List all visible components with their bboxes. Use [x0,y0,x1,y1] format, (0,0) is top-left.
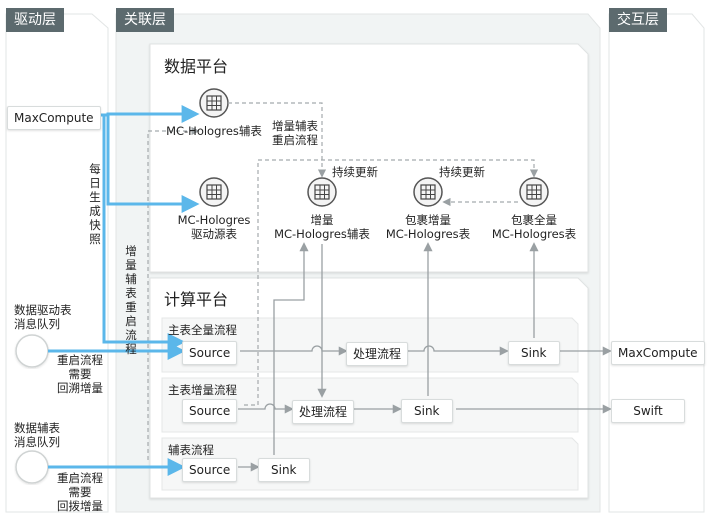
aux-queue-note-1: 重启流程 [57,471,103,485]
sink-node-3: Sink [258,458,310,482]
aux-queue-icon [15,450,49,484]
source-node-3: Source [182,458,238,482]
source-node-1: Source [182,341,238,365]
line-source2-to-process2 [238,403,294,414]
dashed-aux-to-incaux [228,102,327,178]
drive-table-icon [199,177,229,207]
inc-aux-table-label-2: MC-Hologres辅表 [274,227,370,241]
blue-snapshot-to-drive [106,115,200,213]
aux-queue-note-3: 回拨增量 [57,499,103,513]
compute-platform-title: 计算平台 [164,290,229,309]
restart-note-2: 重启流程 [272,133,318,147]
sink-node-2: Sink [401,399,453,423]
update-note-2: 持续更新 [439,165,485,179]
flow-aux-title: 辅表流程 [168,443,214,457]
drive-queue-note-2: 需要 [68,367,92,381]
data-platform-title: 数据平台 [164,57,229,76]
source-node-2: Source [182,399,238,423]
process-node-2: 处理流程 [292,400,355,424]
assoc-layer-tag: 关联层 [116,8,174,32]
sink-node-1: Sink [508,341,560,365]
pkg-full-table-label-2: MC-Hologres表 [491,227,577,241]
drive-queue-icon [15,334,49,368]
aux-queue-label-2: 消息队列 [14,435,60,449]
flow-main-inc-panel [161,377,579,433]
aux-table-label: MC-Hologres辅表 [166,124,262,138]
maxcompute-source-box: MaxCompute [7,106,101,130]
restart-vertical-label: 增量辅表重启流程 [125,244,137,356]
drive-queue-note-1: 重启流程 [57,353,103,367]
pkg-inc-table-icon [413,177,443,207]
drive-layer-panel [5,13,109,513]
blue-maxcompute-down [102,115,186,351]
pkg-inc-table-label-1: 包裹增量 [405,213,451,227]
aux-queue-note-2: 需要 [68,485,92,499]
pkg-full-table-icon [519,177,549,207]
restart-note-1: 增量辅表 [272,119,318,133]
dashed-incflow-up [244,159,539,406]
process-node-1: 处理流程 [346,342,409,366]
aux-queue-label-1: 数据辅表 [14,421,60,435]
swift-output-box: Swift [611,399,685,423]
line-sink3-to-incaux [273,242,309,455]
dashed-restart-to-aux [147,126,200,460]
line-process1-to-sink1 [403,345,509,356]
drive-layer-tag: 驱动层 [6,8,64,32]
data-platform-panel [149,43,589,273]
drive-queue-label-1: 数据驱动表 [14,303,72,317]
drive-table-label-1: MC-Hologres [177,213,251,227]
drive-table-label-2: 驱动源表 [191,227,237,241]
interact-layer-panel [608,13,705,513]
drive-queue-label-2: 消息队列 [14,317,60,331]
interact-layer-tag: 交互层 [609,8,667,32]
inc-aux-table-icon [307,177,337,207]
snapshot-vertical-label: 每日生成快照 [89,162,101,246]
pkg-full-table-label-1: 包裹全量 [511,213,557,227]
pkg-inc-table-label-2: MC-Hologres表 [385,227,471,241]
update-note-1: 持续更新 [332,165,378,179]
maxcompute-output-box: MaxCompute [611,341,705,365]
drive-queue-note-3: 回溯增量 [57,381,103,395]
aux-table-icon [199,88,229,118]
flow-main-full-title: 主表全量流程 [168,323,237,337]
blue-maxcompute-to-aux [98,105,200,123]
flow-main-inc-title: 主表增量流程 [168,383,237,397]
inc-aux-table-label-1: 增量 [310,213,334,227]
